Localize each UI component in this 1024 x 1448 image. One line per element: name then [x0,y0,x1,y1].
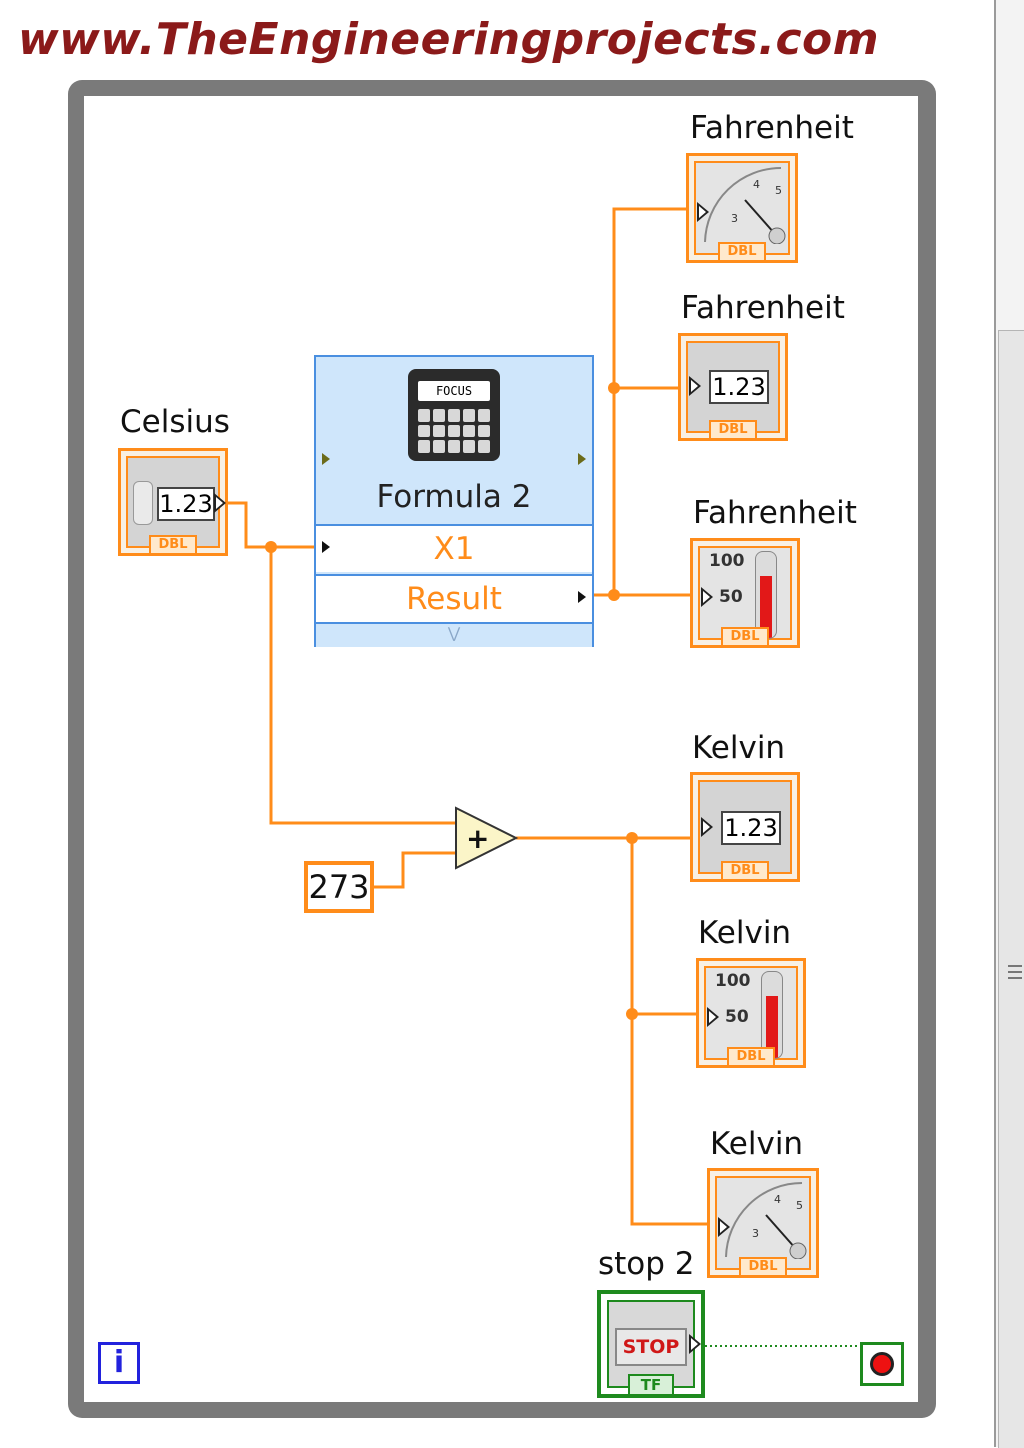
fahrenheit-numeric-display: 1.23 [709,370,769,404]
wire-273-to-add [374,851,456,889]
kelvin-gauge-indicator[interactable]: 3 4 5 DBL [707,1168,819,1278]
scrollbar-divider [994,0,996,1447]
kelvin-thermometer-indicator[interactable]: 100 50 DBL [696,958,806,1068]
wire-kelvin-branch [630,838,712,1226]
wire-junction [608,382,620,394]
fahrenheit-numeric-indicator[interactable]: 1.23 DBL [678,333,788,441]
dbl-badge: DBL [727,1047,775,1065]
left-terminal-icon [322,453,330,465]
wire-fahrenheit-branch [612,207,690,595]
expand-chevron-icon[interactable]: ⋁ [447,624,461,642]
wire-junction [626,832,638,844]
dbl-badge: DBL [721,861,769,879]
site-watermark: www.TheEngineeringprojects.com [18,14,880,65]
tf-badge: TF [628,1374,674,1394]
thermometer-tick-label: 50 [725,1007,749,1027]
gauge-tick: 3 [752,1227,759,1240]
scrollbar-grip-icon[interactable] [1008,965,1022,983]
dbl-badge: DBL [721,627,769,645]
wire-celsius-out [228,501,316,549]
input-terminal-icon [701,587,713,607]
loop-condition-stop-icon[interactable] [860,1342,904,1386]
thermometer-icon [761,971,783,1059]
gauge-icon: 3 4 5 [704,167,786,244]
formula-title: Formula 2 [376,479,532,515]
stop-control[interactable]: STOP TF [597,1290,705,1398]
fahrenheit-gauge-indicator[interactable]: 3 4 5 DBL [686,153,798,263]
stop-button[interactable]: STOP [615,1328,687,1366]
fahrenheit-thermometer-label: Fahrenheit [693,495,857,531]
thermometer-tick-label: 100 [709,551,745,571]
stop-label: stop 2 [598,1246,695,1282]
gauge-icon: 3 4 5 [725,1182,807,1259]
fahrenheit-numeric-label: Fahrenheit [681,290,845,326]
calculator-icon: FOCUS [408,369,500,461]
dbl-badge: DBL [709,420,757,438]
gauge-tick: 5 [775,184,782,197]
right-terminal-icon [578,453,586,465]
output-terminal-icon [689,1334,701,1354]
celsius-control[interactable]: 1.23 DBL [118,448,228,556]
dbl-badge: DBL [739,1257,787,1275]
kelvin-thermometer-label: Kelvin [698,915,792,951]
output-terminal-icon [214,493,226,513]
add-function[interactable]: + [454,806,520,870]
gauge-tick: 4 [753,178,760,191]
formula-node[interactable]: FOCUS Formula 2 X1 Result ⋁ [314,355,594,647]
kelvin-numeric-label: Kelvin [692,730,786,766]
wire-junction [608,589,620,601]
input-terminal-icon [707,1007,719,1027]
wire-celsius-to-add [269,547,456,825]
calculator-screen: FOCUS [418,381,490,401]
input-terminal-icon [718,1217,730,1237]
fahrenheit-thermometer-indicator[interactable]: 100 50 DBL [690,538,800,648]
plus-icon: + [466,822,489,855]
formula-input-x1[interactable]: X1 [316,524,592,572]
input-terminal-icon [701,817,713,837]
thermometer-icon [755,551,777,639]
input-arrow-icon [322,541,330,553]
thermometer-tick-label: 100 [715,971,751,991]
celsius-label: Celsius [120,404,230,440]
formula-output-result[interactable]: Result [316,574,592,622]
resize-grip[interactable] [316,622,592,647]
fahrenheit-gauge-label: Fahrenheit [690,110,854,146]
kelvin-gauge-label: Kelvin [710,1126,804,1162]
gauge-tick: 4 [774,1193,781,1206]
gauge-tick: 3 [731,212,738,225]
iteration-terminal-icon[interactable]: i [98,1342,140,1384]
dbl-badge: DBL [149,535,197,553]
input-terminal-icon [697,202,709,222]
wire-junction [265,541,277,553]
input-terminal-icon [689,376,701,396]
scrollbar-track[interactable] [998,330,1024,1448]
increment-icon [133,481,153,525]
constant-273[interactable]: 273 [304,861,374,913]
kelvin-numeric-display: 1.23 [721,811,781,845]
gauge-tick: 5 [796,1199,803,1212]
thermometer-tick-label: 50 [719,587,743,607]
kelvin-numeric-indicator[interactable]: 1.23 DBL [690,772,800,882]
output-arrow-icon [578,591,586,603]
dbl-badge: DBL [718,242,766,260]
wire-junction [626,1008,638,1020]
celsius-display: 1.23 [157,487,215,521]
